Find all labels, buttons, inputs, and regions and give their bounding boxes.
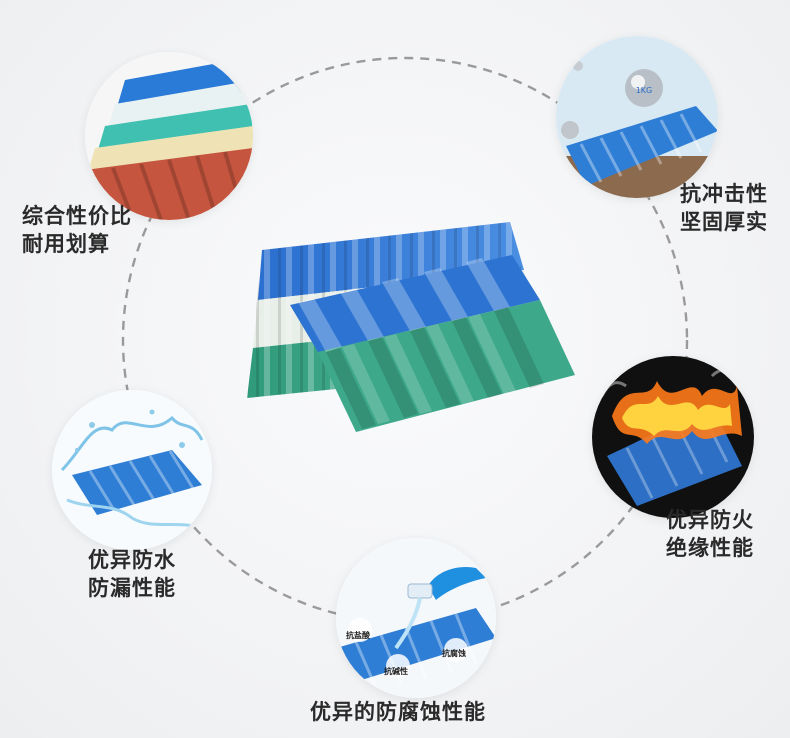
feature-impact-line2: 坚固厚实: [680, 210, 768, 234]
feature-circle-fire: [592, 356, 754, 518]
feature-water-line1: 优异防水: [88, 548, 176, 572]
feature-fire-line1: 优异防火: [666, 508, 754, 532]
feature-fire-line2: 绝缘性能: [666, 536, 754, 560]
feature-circle-water: [52, 390, 212, 550]
fire-image: [592, 356, 754, 518]
feature-circle-corrosion: 抗盐酸 抗腐蚀 抗碱性: [336, 538, 496, 698]
feature-cost-line1: 综合性价比: [22, 204, 132, 228]
feature-water-line2: 防漏性能: [88, 576, 176, 600]
tag-anti-alkali: 抗碱性: [384, 667, 408, 676]
feature-cost-line2: 耐用划算: [22, 232, 110, 256]
feature-corrosion-line1: 优异的防腐蚀性能: [310, 700, 486, 724]
layered-sheets-image: [85, 52, 253, 220]
ball-weight-label: 1KG: [636, 86, 653, 95]
feature-label-water: 优异防水 防漏性能: [88, 546, 176, 602]
corrosion-image: [336, 538, 496, 698]
feature-circle-impact: 1KG: [556, 36, 718, 198]
tag-anti-acid: 抗盐酸: [346, 631, 370, 640]
front-sheet: [290, 255, 575, 432]
feature-circle-cost: [85, 52, 253, 220]
water-splash-image: [52, 390, 212, 550]
feature-label-fire: 优异防火 绝缘性能: [666, 506, 754, 562]
tag-anti-corrosion: 抗腐蚀: [442, 649, 466, 658]
impact-ball-image: 1KG: [556, 36, 718, 198]
feature-label-corrosion: 优异的防腐蚀性能: [310, 698, 486, 726]
feature-impact-line1: 抗冲击性: [680, 182, 768, 206]
feature-label-cost: 综合性价比 耐用划算: [22, 202, 132, 258]
feature-label-impact: 抗冲击性 坚固厚实: [680, 180, 768, 236]
